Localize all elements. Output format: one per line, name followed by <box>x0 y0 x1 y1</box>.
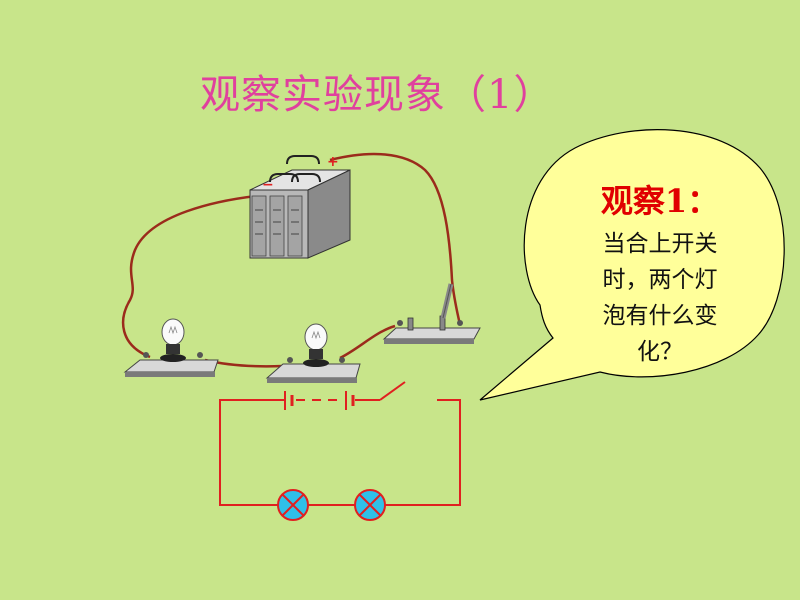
battery-plus-label: + <box>327 154 339 170</box>
bulb-board-1 <box>123 318 219 377</box>
bubble-line: 时，两个灯 <box>602 267 718 293</box>
wire-bulb2-to-switch <box>339 324 396 360</box>
lamp-symbol-icon <box>277 489 309 521</box>
light-bulb-icon <box>160 318 186 362</box>
lamp-symbol-icon <box>354 489 386 521</box>
battery-pack-icon: − + <box>249 154 351 259</box>
bubble-question: 当合上开关 时，两个灯 泡有什么变 化？ <box>560 226 760 370</box>
schematic-wire-left <box>219 399 285 506</box>
bubble-heading: 观察1： <box>600 182 720 220</box>
circuit-schematic <box>219 381 461 521</box>
slide-title: 观察实验现象（1） <box>200 72 555 118</box>
schematic-wire-right <box>385 399 461 506</box>
bulb-board-2 <box>265 323 361 383</box>
bubble-line: 化？ <box>637 339 683 365</box>
wire-battery-to-bulb1 <box>121 193 266 359</box>
bubble-line: 当合上开关 <box>602 231 718 257</box>
schematic-switch-blade <box>379 381 406 401</box>
battery-minus-label: − <box>262 177 274 193</box>
light-bulb-icon <box>303 323 329 367</box>
bubble-line: 泡有什么变 <box>602 303 718 329</box>
bubble-text: 观察1： 当合上开关 时，两个灯 泡有什么变 化？ <box>560 178 760 370</box>
knife-switch-icon <box>382 283 481 344</box>
speech-bubble <box>479 129 785 401</box>
wire-battery-to-switch <box>329 152 462 326</box>
